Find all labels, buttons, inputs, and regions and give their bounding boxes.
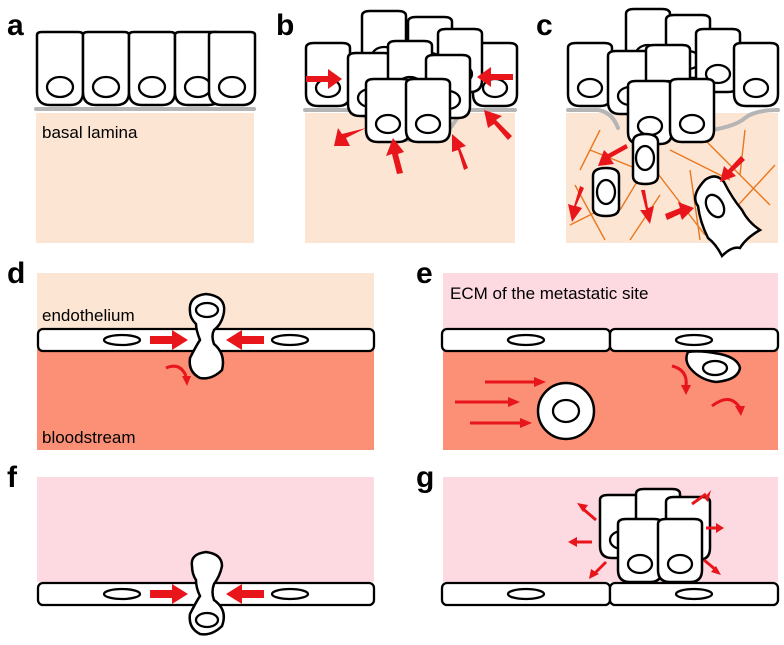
basal-lamina-label: basal lamina bbox=[42, 123, 138, 142]
endothelium-label: endothelium bbox=[42, 306, 135, 325]
transmigration-arrows bbox=[150, 330, 264, 386]
panel-b: b bbox=[276, 9, 519, 243]
panel-a: a basal lamina bbox=[7, 9, 257, 243]
outgrowth-arrows bbox=[568, 490, 724, 579]
panel-b-letter: b bbox=[276, 9, 294, 42]
panel-e: e ECM of the metastatic site bbox=[416, 257, 780, 450]
panel-g: g bbox=[416, 461, 780, 607]
bloodstream-label: bloodstream bbox=[42, 428, 136, 447]
panel-d: d endothelium bloodstream bbox=[7, 257, 376, 450]
panel-d-letter: d bbox=[7, 257, 25, 290]
panel-c: c bbox=[536, 7, 780, 259]
migrating-cells bbox=[591, 132, 763, 259]
metastatic-ecm-label: ECM of the metastatic site bbox=[450, 284, 648, 303]
endothelial-layer bbox=[440, 581, 780, 607]
endothelial-layer bbox=[440, 327, 780, 353]
invasion-arrows bbox=[568, 144, 745, 224]
panel-a-letter: a bbox=[7, 9, 24, 42]
extravasating-cell bbox=[188, 550, 225, 636]
panel-e-letter: e bbox=[416, 257, 433, 290]
tissue-region bbox=[36, 113, 254, 243]
metastatic-ecm-region bbox=[443, 273, 778, 335]
panel-f: f bbox=[7, 461, 376, 636]
blood-flow-arrows bbox=[455, 364, 745, 428]
panel-f-letter: f bbox=[7, 461, 18, 494]
panel-g-letter: g bbox=[416, 461, 434, 494]
epithelial-cell-row bbox=[35, 30, 257, 107]
compression-arrows bbox=[306, 67, 513, 174]
panel-c-letter: c bbox=[536, 9, 553, 42]
cell-nucleus bbox=[194, 301, 220, 319]
transmigration-arrows bbox=[150, 584, 264, 604]
